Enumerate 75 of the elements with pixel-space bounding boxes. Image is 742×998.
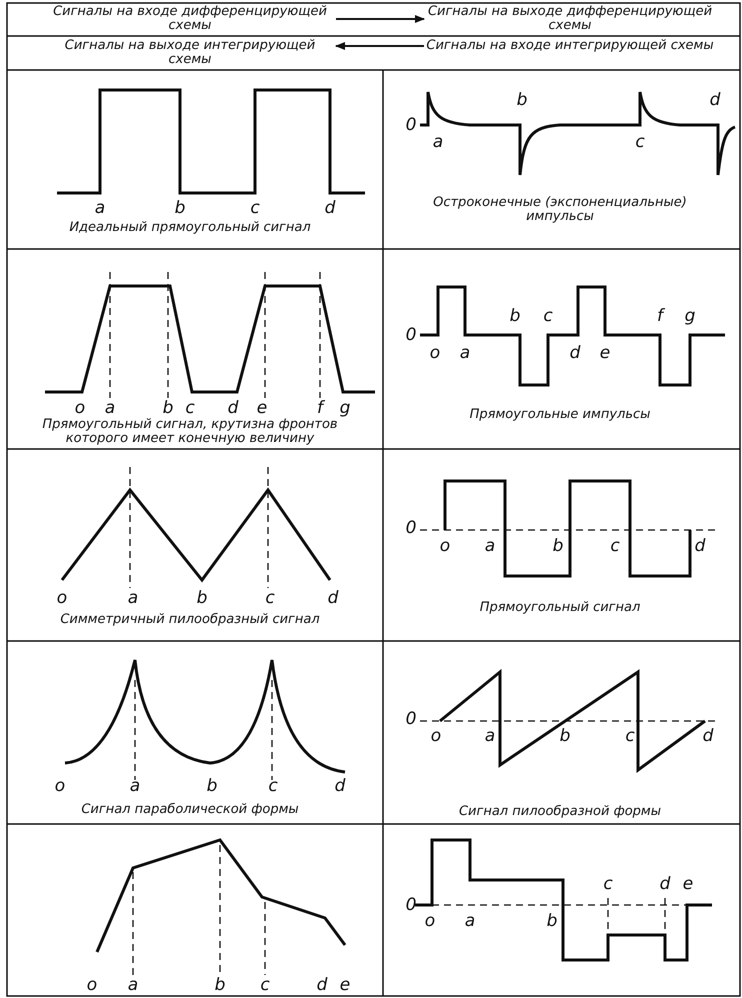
point-label: b xyxy=(510,307,520,325)
point-label: 0 xyxy=(406,519,416,537)
point-label: 0 xyxy=(406,896,416,914)
point-label: c xyxy=(250,199,260,217)
point-label: d xyxy=(334,777,346,795)
point-label: a xyxy=(130,777,140,795)
point-label: o xyxy=(424,912,436,930)
point-label: 0 xyxy=(406,326,416,344)
point-label: b xyxy=(196,589,208,607)
waveform-caption: Сигнал пилообразной формы xyxy=(458,805,662,819)
waveform-caption: Остроконечные (экспоненциальные) импульсы xyxy=(432,196,688,224)
point-label: a xyxy=(464,912,476,930)
point-label: f xyxy=(317,399,323,417)
point-label: o xyxy=(440,537,450,555)
point-label: o xyxy=(430,344,440,362)
point-label: a xyxy=(128,589,138,607)
point-label: d xyxy=(228,399,238,417)
point-label: a xyxy=(484,727,496,745)
point-label: c xyxy=(268,777,278,795)
point-label: a xyxy=(460,344,470,362)
point-label: d xyxy=(324,199,336,217)
point-label: 0 xyxy=(406,116,416,134)
point-label: d xyxy=(316,976,328,994)
waveform-caption: Сигнал параболической формы xyxy=(80,803,300,817)
point-label: g xyxy=(340,399,350,417)
waveform-caption: Прямоугольный сигнал, крутизна фронтов которого имеет конечную величину xyxy=(41,418,339,446)
point-label: c xyxy=(543,307,553,325)
point-label: f xyxy=(657,307,663,325)
point-label: d xyxy=(702,727,714,745)
point-label: c xyxy=(265,589,275,607)
point-label: b xyxy=(552,537,564,555)
point-label: e xyxy=(256,399,268,417)
point-label: o xyxy=(86,976,98,994)
header-text: Сигналы на выходе интегрирующей схемы xyxy=(45,39,335,67)
point-label: d xyxy=(570,344,580,362)
point-label: d xyxy=(660,875,670,893)
point-label: d xyxy=(694,537,706,555)
point-label: c xyxy=(625,727,635,745)
point-label: b xyxy=(560,727,570,745)
point-label: b xyxy=(546,912,558,930)
point-label: o xyxy=(56,589,68,607)
point-label: c xyxy=(635,133,645,151)
point-label: b xyxy=(206,777,218,795)
point-label: a xyxy=(94,199,106,217)
arrow xyxy=(336,15,425,23)
point-label: e xyxy=(340,976,350,994)
point-label: d xyxy=(328,589,338,607)
point-label: c xyxy=(185,399,195,417)
waveform-caption: Прямоугольный сигнал xyxy=(478,601,642,615)
header-text: Сигналы на входе интегрирующей схемы xyxy=(425,39,715,53)
point-label: a xyxy=(128,976,138,994)
point-label: o xyxy=(430,727,442,745)
point-label: b xyxy=(162,399,174,417)
point-label: c xyxy=(610,537,620,555)
point-label: e xyxy=(682,875,694,893)
point-label: 0 xyxy=(406,710,416,728)
point-label: b xyxy=(516,91,528,109)
header-text: Сигналы на входе дифференцирующей схемы xyxy=(45,5,335,33)
point-label: b xyxy=(174,199,186,217)
point-label: e xyxy=(600,344,610,362)
waveform-caption: Прямоугольные импульсы xyxy=(468,408,652,422)
point-label: c xyxy=(260,976,270,994)
point-label: a xyxy=(484,537,496,555)
arrow xyxy=(335,42,424,50)
point-label: o xyxy=(54,777,66,795)
point-label: g xyxy=(684,307,696,325)
waveform-caption: Симметричный пилообразный сигнал xyxy=(59,613,321,627)
point-label: a xyxy=(432,133,444,151)
header-text: Сигналы на выходе дифференцирующей схемы xyxy=(425,5,715,33)
point-label: d xyxy=(710,91,720,109)
point-label: b xyxy=(214,976,226,994)
waveform-caption: Идеальный прямоугольный сигнал xyxy=(68,221,312,235)
point-label: o xyxy=(74,399,86,417)
point-label: c xyxy=(603,875,613,893)
point-label: a xyxy=(104,399,116,417)
